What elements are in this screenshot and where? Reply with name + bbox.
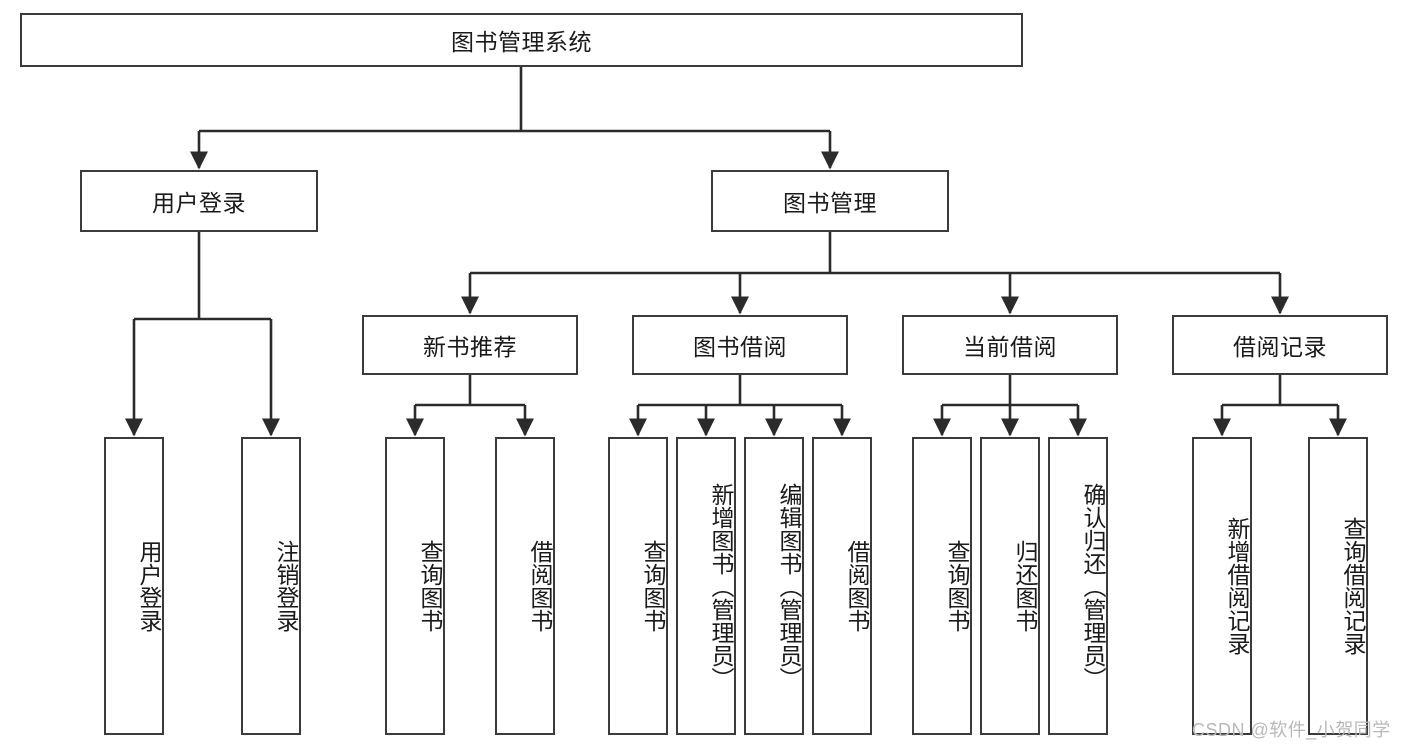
node-label: 借阅记录	[1233, 334, 1327, 360]
node-query-borrow-record[interactable]: 查询借阅记录	[1308, 437, 1368, 735]
node-user-login[interactable]: 用户登录	[80, 170, 318, 232]
node-label: 查询图书	[944, 540, 970, 632]
node-edit-book-admin[interactable]: 编辑图书（管理员）	[744, 437, 804, 735]
node-label: 新增图书（管理员）	[708, 482, 734, 690]
node-add-borrow-record[interactable]: 新增借阅记录	[1192, 437, 1252, 735]
node-label: 新书推荐	[423, 334, 517, 360]
node-label: 编辑图书（管理员）	[776, 482, 802, 690]
node-label: 当前借阅	[963, 334, 1057, 360]
node-query-book-recommend[interactable]: 查询图书	[385, 437, 445, 735]
node-label: 确认归还（管理员）	[1080, 482, 1106, 690]
node-label: 借阅图书	[527, 540, 553, 632]
node-label: 图书管理	[783, 190, 877, 216]
node-label: 查询图书	[640, 540, 666, 632]
node-do-user-login[interactable]: 用户登录	[104, 437, 164, 735]
node-label: 新增借阅记录	[1224, 517, 1250, 655]
node-query-book-current[interactable]: 查询图书	[912, 437, 972, 735]
node-label: 查询借阅记录	[1340, 517, 1366, 655]
node-query-book-borrow[interactable]: 查询图书	[608, 437, 668, 735]
node-return-book[interactable]: 归还图书	[980, 437, 1040, 735]
node-root-book-management-system[interactable]: 图书管理系统	[20, 13, 1023, 67]
node-confirm-return-admin[interactable]: 确认归还（管理员）	[1048, 437, 1108, 735]
node-label: 图书借阅	[693, 334, 787, 360]
node-borrow-book[interactable]: 借阅图书	[812, 437, 872, 735]
node-book-management[interactable]: 图书管理	[711, 170, 949, 232]
node-label: 借阅图书	[844, 540, 870, 632]
node-add-book-admin[interactable]: 新增图书（管理员）	[676, 437, 736, 735]
node-label: 用户登录	[152, 190, 246, 216]
node-current-borrow[interactable]: 当前借阅	[902, 315, 1118, 375]
node-borrow-record[interactable]: 借阅记录	[1172, 315, 1388, 375]
node-label: 注销登录	[273, 540, 299, 632]
csdn-watermark: CSDN @软件_小贺同学	[1192, 720, 1391, 740]
node-borrow-book-recommend[interactable]: 借阅图书	[495, 437, 555, 735]
node-label: 图书管理系统	[451, 29, 592, 55]
node-user-logout[interactable]: 注销登录	[241, 437, 301, 735]
node-label: 用户登录	[136, 540, 162, 632]
node-new-book-recommend[interactable]: 新书推荐	[362, 315, 578, 375]
node-label: 查询图书	[417, 540, 443, 632]
node-label: 归还图书	[1012, 540, 1038, 632]
node-book-borrow[interactable]: 图书借阅	[632, 315, 848, 375]
